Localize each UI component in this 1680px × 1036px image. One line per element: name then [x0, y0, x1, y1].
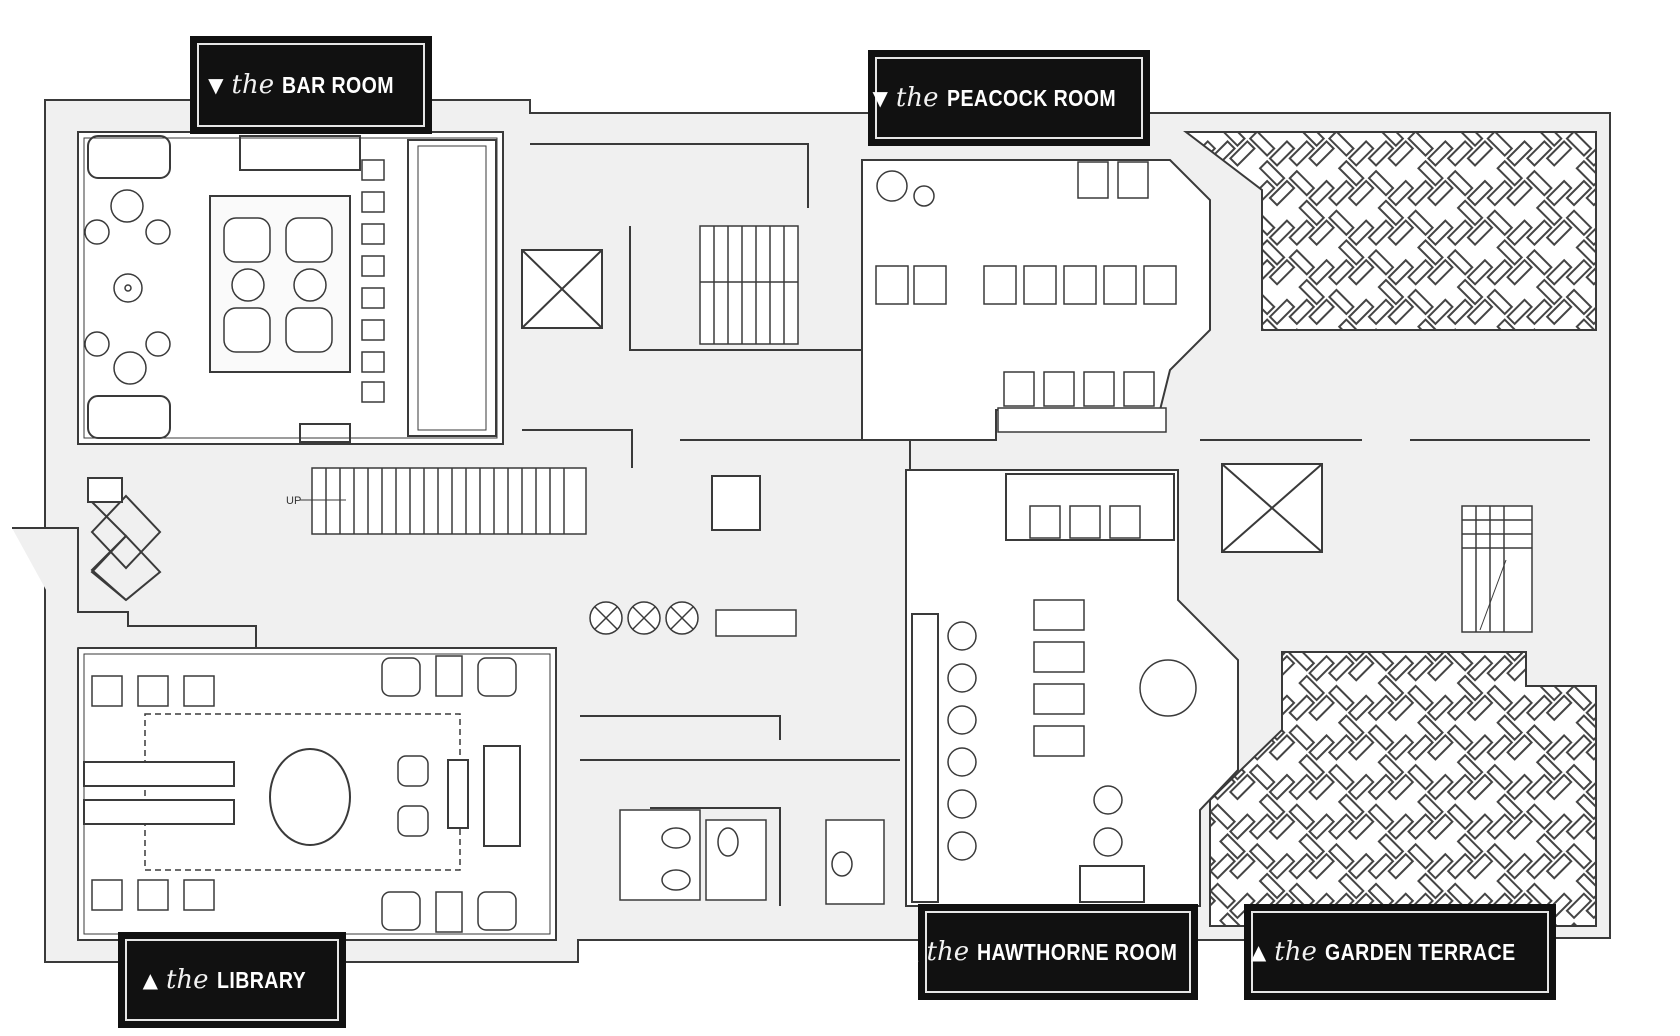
chevron-down-icon: ▼	[872, 86, 888, 110]
elevators	[521, 249, 1323, 553]
room-label-name: GARDEN TERRACE	[1324, 938, 1516, 965]
room-label-name: HAWTHORNE ROOM	[977, 938, 1178, 965]
room-label-prefix: the	[165, 965, 209, 995]
hawthorne-seating	[947, 505, 1197, 861]
chevron-up-icon: ▲	[1250, 940, 1267, 964]
restrooms	[619, 809, 885, 905]
room-label-garden-terrace[interactable]: ▲ the GARDEN TERRACE	[1244, 904, 1556, 1000]
room-label-prefix: the	[895, 83, 939, 113]
chevron-up-icon: ▲	[142, 968, 158, 992]
main-stair	[300, 467, 587, 535]
room-label-library[interactable]: ▲ the LIBRARY	[118, 932, 346, 1028]
room-label-name: PEACOCK ROOM	[946, 84, 1116, 111]
center-stair	[699, 225, 799, 345]
room-label-prefix: the	[231, 70, 275, 100]
room-label-bar-room[interactable]: ▼ the BAR ROOM	[190, 36, 432, 134]
room-label-name: LIBRARY	[216, 966, 306, 993]
room-label-peacock-room[interactable]: ▼ the PEACOCK ROOM	[868, 50, 1150, 146]
garden-terrace-paving	[1209, 651, 1597, 927]
chevron-down-icon: ▼	[208, 73, 224, 97]
peacock-seating	[875, 161, 1177, 433]
chevron-up-icon: ▲	[903, 940, 919, 964]
room-label-prefix: the	[1274, 937, 1317, 967]
room-label-name: BAR ROOM	[282, 71, 395, 98]
room-label-hawthorne-room[interactable]: ▲ the HAWTHORNE ROOM	[903, 904, 1198, 1000]
fixtures	[589, 601, 797, 637]
entry-hall	[12, 477, 257, 649]
library-seating	[91, 655, 517, 933]
north-terrace-paving	[1183, 131, 1597, 331]
room-label-prefix: the	[926, 937, 970, 967]
stair-up-label: UP	[286, 495, 301, 507]
bar-stools	[361, 159, 385, 403]
bar-room-seating	[84, 189, 333, 385]
east-stair	[1461, 505, 1533, 633]
corridor-walls	[522, 143, 1590, 906]
